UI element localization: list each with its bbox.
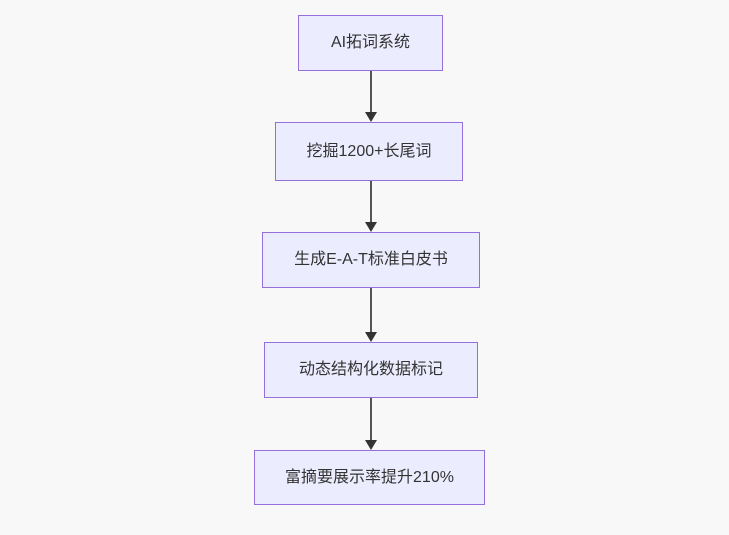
node-label: 富摘要展示率提升210% [285,468,454,486]
arrow-line [370,181,372,222]
flow-arrow-c-to-d [361,288,381,342]
flow-arrow-d-to-e [361,398,381,450]
node-label: 生成E-A-T标准白皮书 [294,251,448,269]
flow-node-ai-expansion-system: AI拓词系统 [298,15,443,71]
arrow-line [370,288,372,332]
node-label: 动态结构化数据标记 [298,361,443,379]
node-label: 挖掘1200+长尾词 [306,142,432,160]
flow-node-structured-data-markup: 动态结构化数据标记 [264,342,478,398]
flow-arrow-a-to-b [361,71,381,122]
arrow-down-icon [365,440,377,450]
flow-arrow-b-to-c [361,181,381,232]
arrow-line [370,398,372,440]
flow-node-longtail-mining: 挖掘1200+长尾词 [275,122,463,181]
arrow-down-icon [365,112,377,122]
arrow-line [370,71,372,112]
arrow-down-icon [365,332,377,342]
flow-node-rich-snippet-result: 富摘要展示率提升210% [254,450,485,505]
flow-node-eat-whitepaper: 生成E-A-T标准白皮书 [262,232,480,288]
arrow-down-icon [365,222,377,232]
node-label: AI拓词系统 [330,34,411,52]
